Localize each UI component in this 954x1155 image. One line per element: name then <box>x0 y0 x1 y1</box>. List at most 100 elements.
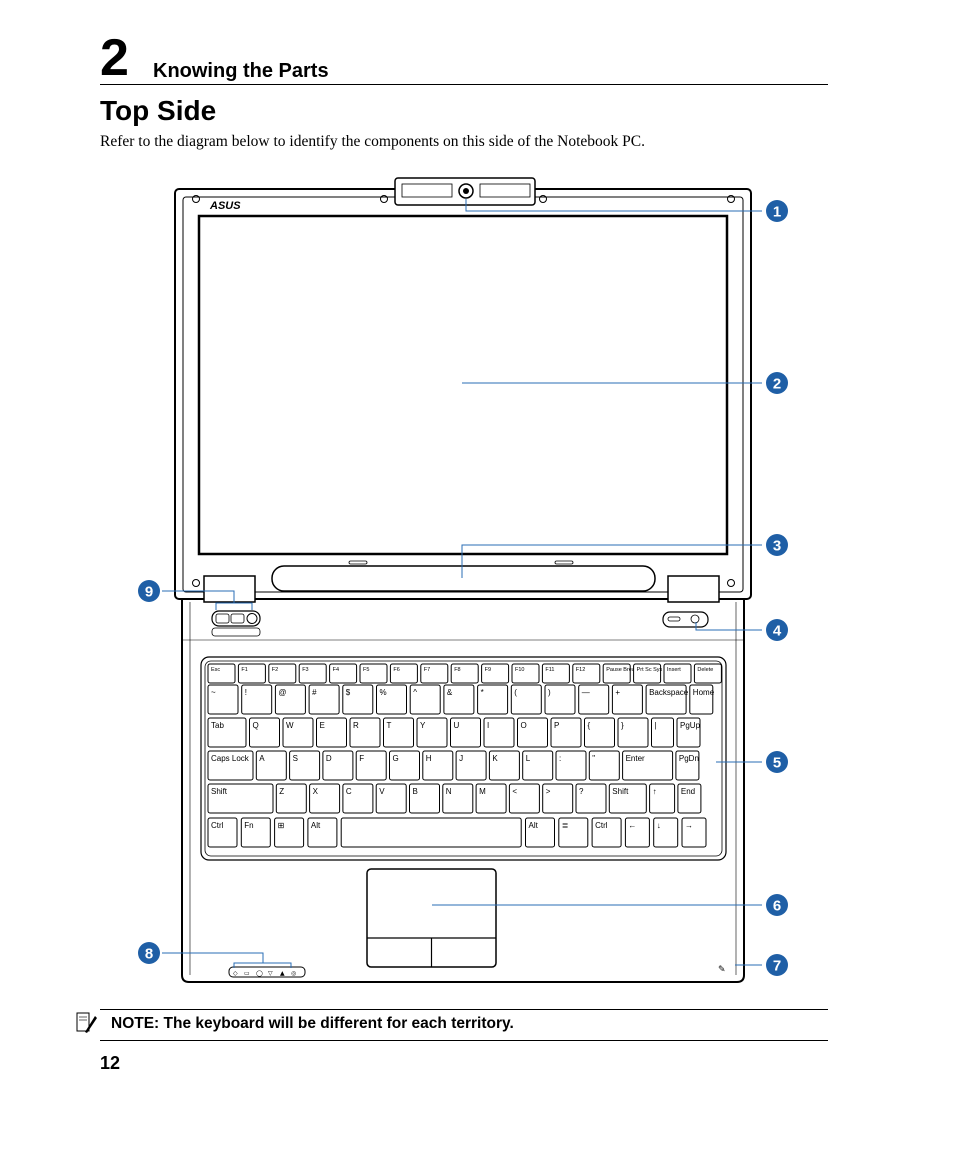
key <box>307 817 338 848</box>
key-label: F11 <box>545 667 554 673</box>
key-label: V <box>379 787 385 796</box>
key-label: Prt Sc Sys Rq <box>637 667 671 673</box>
key-label: T <box>387 721 392 730</box>
key <box>340 817 522 848</box>
key-label: Shift <box>211 787 228 796</box>
key-label: Home <box>693 688 715 697</box>
key <box>349 717 381 748</box>
key <box>588 750 620 781</box>
key-label: O <box>521 721 527 730</box>
svg-text:5: 5 <box>773 755 781 772</box>
asus-logo: ASUS <box>209 200 241 212</box>
chapter-rule <box>100 84 828 85</box>
intro-text: Refer to the diagram below to identify t… <box>100 133 645 150</box>
callout-lines <box>162 199 762 968</box>
key-label: Caps Lock <box>211 754 250 763</box>
key-label: " <box>592 754 595 763</box>
key-label: ≣ <box>562 821 569 830</box>
key <box>207 717 247 748</box>
key <box>681 817 707 848</box>
callouts: 1 2 3 4 5 6 7 8 9 <box>138 200 788 976</box>
key-label: K <box>492 754 498 763</box>
svg-text:9: 9 <box>145 584 153 601</box>
key-label: Delete <box>697 667 713 673</box>
callout-6: 6 <box>766 894 788 916</box>
key-label: C <box>346 787 352 796</box>
key-label: * <box>481 688 484 697</box>
key <box>289 750 321 781</box>
key-label: X <box>313 787 319 796</box>
key-label: Q <box>253 721 259 730</box>
key-label: > <box>546 787 551 796</box>
status-indicators <box>228 966 306 978</box>
key <box>522 750 554 781</box>
key <box>488 750 520 781</box>
key <box>541 663 570 684</box>
note-text: NOTE: The keyboard will be different for… <box>111 1015 514 1032</box>
key <box>316 717 347 748</box>
key-label: D <box>326 754 332 763</box>
key <box>677 783 702 814</box>
page-number: 12 <box>100 1053 121 1073</box>
svg-text:◯: ◯ <box>256 970 263 977</box>
key-label: ( <box>514 688 517 697</box>
key <box>617 717 649 748</box>
callout-3: 3 <box>766 534 788 556</box>
key-label: < <box>512 787 517 796</box>
key <box>355 750 387 781</box>
callout-1: 1 <box>766 200 788 222</box>
key-label: F8 <box>454 667 460 673</box>
note-pencil-icon <box>76 1012 97 1033</box>
display-panel <box>197 214 729 556</box>
key-label: F6 <box>393 667 399 673</box>
key-label: I <box>487 721 489 730</box>
svg-text:▲: ▲ <box>280 970 285 977</box>
key <box>342 684 374 715</box>
key <box>693 663 722 684</box>
callout-8: 8 <box>138 942 160 964</box>
key <box>409 684 441 715</box>
key-label: @ <box>278 688 286 697</box>
key <box>237 663 266 684</box>
key <box>274 817 305 848</box>
key-label: W <box>286 721 294 730</box>
key <box>240 817 271 848</box>
key-label: Fn <box>244 821 253 830</box>
key-label: B <box>413 787 418 796</box>
key-label: L <box>526 754 531 763</box>
key <box>591 817 622 848</box>
key-label: Z <box>279 787 284 796</box>
key-label: F2 <box>272 667 278 673</box>
key <box>275 783 307 814</box>
key <box>645 684 687 715</box>
svg-text:4: 4 <box>773 623 782 640</box>
key <box>268 663 297 684</box>
section-title: Top Side <box>100 95 217 126</box>
key <box>309 783 341 814</box>
key <box>544 684 576 715</box>
key-label: Alt <box>311 821 321 830</box>
key <box>207 663 236 684</box>
svg-text:1: 1 <box>773 204 781 221</box>
key <box>455 750 487 781</box>
key <box>422 750 454 781</box>
key <box>578 684 610 715</box>
key-label: ↑ <box>653 787 657 796</box>
key <box>255 750 287 781</box>
key <box>375 783 407 814</box>
key-label: Insert <box>667 667 681 673</box>
key <box>542 783 574 814</box>
key <box>633 663 662 684</box>
key-label: F7 <box>424 667 430 673</box>
key-label: F3 <box>302 667 308 673</box>
key <box>241 684 273 715</box>
key-label: F9 <box>485 667 491 673</box>
key-label: Pause Break <box>606 667 638 673</box>
callout-9: 9 <box>138 580 160 602</box>
key-label: → <box>685 821 693 830</box>
key <box>558 817 589 848</box>
key <box>584 717 615 748</box>
key <box>508 783 540 814</box>
key <box>383 717 414 748</box>
